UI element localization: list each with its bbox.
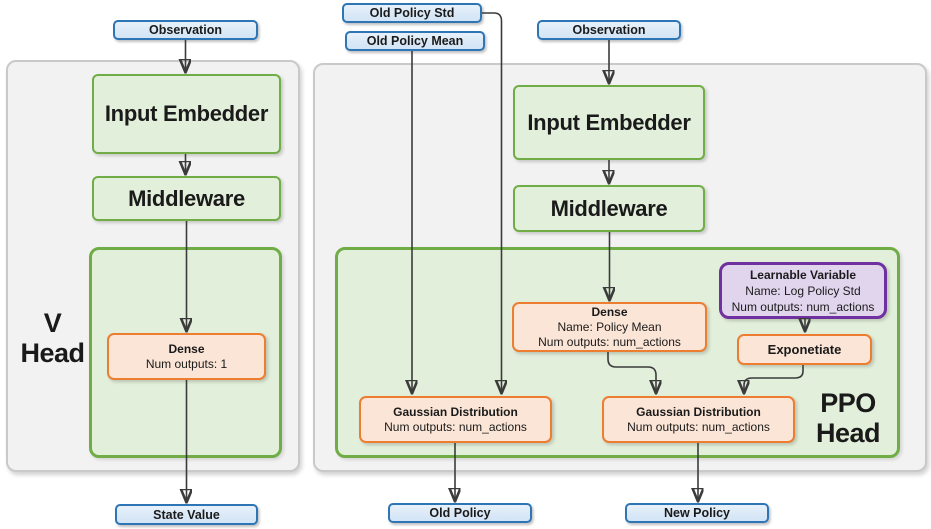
node-input-embedder-right-label: Input Embedder [527, 109, 691, 135]
node-input-embedder-right: Input Embedder [513, 85, 705, 160]
ppo-head-label-line1: PPO [820, 388, 876, 418]
ppo-head-label: PPO Head [793, 388, 903, 448]
node-state-value-label: State Value [153, 507, 220, 522]
node-observation-left: Observation [113, 20, 258, 40]
node-observation-right: Observation [537, 20, 681, 40]
node-middleware-right-label: Middleware [550, 195, 668, 221]
node-old-policy: Old Policy [388, 503, 532, 523]
node-middleware-left: Middleware [92, 176, 281, 221]
node-dense-right-line3: Num outputs: num_actions [538, 334, 681, 349]
node-old-policy-mean: Old Policy Mean [345, 31, 485, 51]
node-exponetiate: Exponetiate [737, 334, 872, 365]
node-dense-left: Dense Num outputs: 1 [107, 333, 266, 380]
node-dense-right-title: Dense [591, 304, 628, 319]
node-old-policy-mean-label: Old Policy Mean [366, 34, 464, 48]
node-state-value: State Value [115, 504, 258, 525]
node-learnable-variable-line3: Num outputs: num_actions [731, 299, 875, 314]
node-dense-left-title: Dense [168, 341, 205, 356]
ppo-head-label-line2: Head [815, 418, 881, 448]
node-observation-right-label: Observation [572, 23, 646, 37]
node-gaussian-old-title: Gaussian Distribution [393, 404, 518, 419]
v-head-label-line2: Head [20, 338, 85, 368]
v-head-label-line1: V [43, 308, 62, 338]
node-dense-right: Dense Name: Policy Mean Num outputs: num… [512, 302, 707, 352]
node-middleware-right: Middleware [513, 185, 705, 232]
node-exponetiate-label: Exponetiate [767, 342, 842, 357]
node-gaussian-distribution-new: Gaussian Distribution Num outputs: num_a… [602, 396, 795, 443]
node-old-policy-std-label: Old Policy Std [369, 6, 455, 20]
node-gaussian-new-title: Gaussian Distribution [636, 404, 761, 419]
node-learnable-variable: Learnable Variable Name: Log Policy Std … [719, 262, 887, 319]
node-input-embedder-left-label: Input Embedder [104, 101, 269, 126]
node-input-embedder-left: Input Embedder [92, 74, 281, 154]
node-gaussian-distribution-old: Gaussian Distribution Num outputs: num_a… [359, 396, 552, 443]
node-dense-right-line2: Name: Policy Mean [557, 319, 662, 334]
node-gaussian-new-line2: Num outputs: num_actions [627, 419, 770, 434]
node-old-policy-label: Old Policy [429, 506, 491, 520]
node-learnable-variable-line2: Name: Log Policy Std [745, 283, 861, 298]
node-learnable-variable-title: Learnable Variable [749, 267, 857, 282]
node-old-policy-std: Old Policy Std [342, 3, 482, 23]
v-head-label: V Head [10, 308, 95, 368]
node-dense-left-line2: Num outputs: 1 [145, 356, 228, 371]
node-gaussian-old-line2: Num outputs: num_actions [384, 419, 527, 434]
node-new-policy-label: New Policy [664, 506, 730, 520]
node-observation-left-label: Observation [149, 23, 222, 37]
node-middleware-left-label: Middleware [128, 185, 245, 211]
node-new-policy: New Policy [625, 503, 769, 523]
